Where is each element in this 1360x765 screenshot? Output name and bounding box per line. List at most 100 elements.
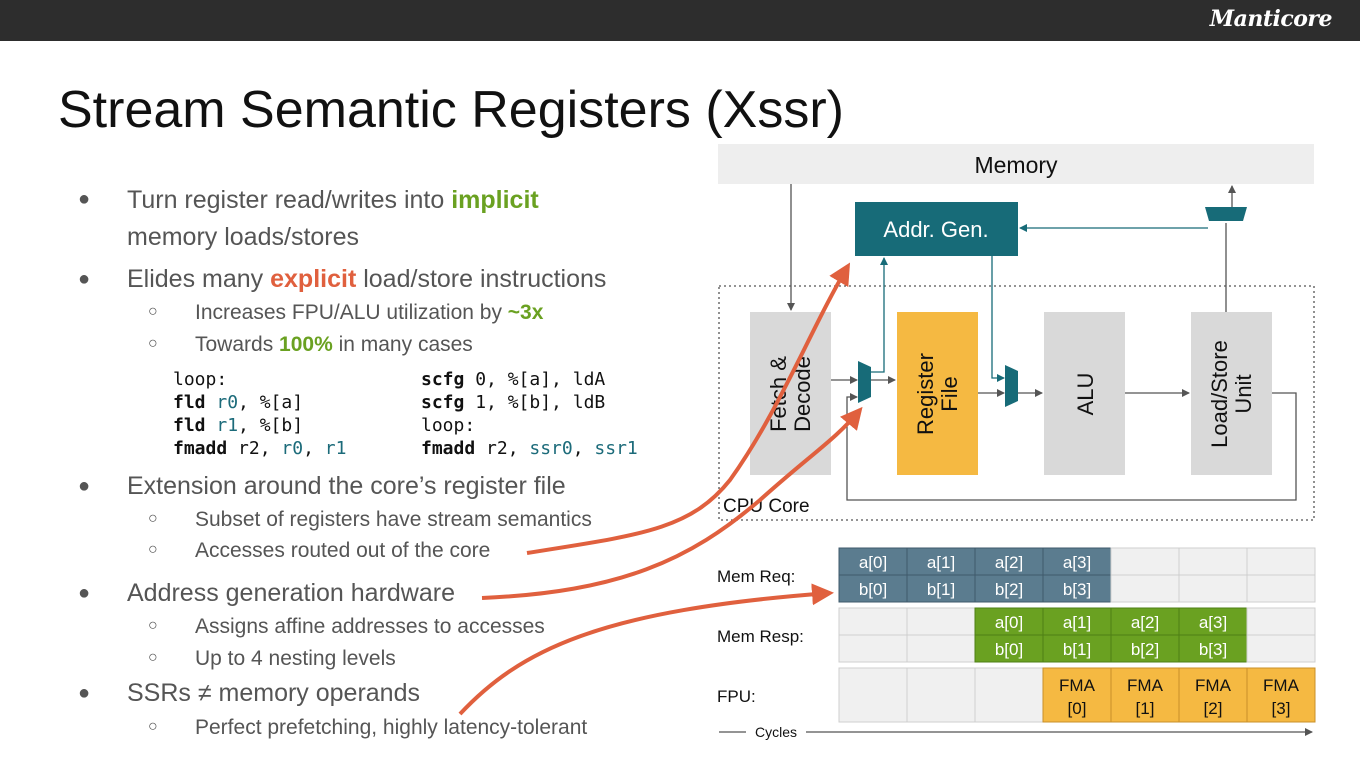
code-reg: ssr1 <box>594 438 638 459</box>
fetch-decode-label-1: Fetch & <box>766 356 791 432</box>
empty-cell <box>1178 574 1248 603</box>
code-reg: ssr0 <box>529 438 573 459</box>
bullet-3-sub-2: Accesses routed out of the core <box>195 539 491 562</box>
code-reg: r0 <box>281 438 304 459</box>
routed-out-arrow <box>526 262 851 555</box>
empty-cell <box>1110 547 1180 576</box>
bullet-2-text-end: load/store instructions <box>356 265 607 293</box>
code-left-line-1: loop: <box>173 369 228 390</box>
code-left: loop: fld r0, %[a] fld r1, %[b] fmadd r2… <box>173 368 346 460</box>
empty-cell <box>1246 607 1316 636</box>
mem-req-value: a[1] <box>927 553 955 572</box>
empty-cell <box>1246 547 1316 576</box>
empty-cell <box>838 634 908 663</box>
mem-resp-cell <box>1110 634 1180 663</box>
code-text: , <box>572 438 595 459</box>
register-file-label-2: File <box>937 376 962 411</box>
bullet-5-sub-1: Perfect prefetching, highly latency-tole… <box>195 716 588 739</box>
sub-bullet-dot: ○ <box>148 541 158 558</box>
writeback-loop-arrow <box>846 392 1297 501</box>
bullet-2: Elides many explicit load/store instruct… <box>127 261 606 298</box>
memory-block <box>718 144 1314 184</box>
bullet-2-sub-2-text: Towards <box>195 333 280 356</box>
code-text: r2, <box>227 438 282 459</box>
code-kw: fld <box>173 392 206 413</box>
code-text: r2, <box>475 438 530 459</box>
bullet-2-sub-2-highlight: 100% <box>279 333 333 356</box>
code-text: , %[a] <box>238 392 304 413</box>
empty-cell <box>1246 574 1316 603</box>
bullet-4-sub-2: Up to 4 nesting levels <box>195 647 396 670</box>
addr-gen-label: Addr. Gen. <box>883 217 988 242</box>
fma-label: FMA <box>1195 676 1232 695</box>
cpu-core-label: CPU Core <box>723 496 810 517</box>
sub-bullet-dot: ○ <box>148 303 158 320</box>
alu-label: ALU <box>1073 373 1098 416</box>
code-kw: fld <box>173 415 206 436</box>
input-mux <box>858 361 871 403</box>
mem-req-value: a[2] <box>995 553 1023 572</box>
fpu-label: FPU: <box>717 687 756 706</box>
bullet-2-sub-2: Towards 100% in many cases <box>195 333 473 357</box>
empty-cell <box>838 667 908 723</box>
mem-req-value: a[3] <box>1063 553 1091 572</box>
bullet-2-sub-1-text: Increases FPU/ALU utilization by <box>195 301 508 324</box>
addr-gen-block <box>855 202 1018 256</box>
bullet-dot: ● <box>78 268 91 290</box>
sub-bullet-dot: ○ <box>148 718 158 735</box>
mem-req-value: b[1] <box>927 580 955 599</box>
code-text: loop: <box>421 415 476 436</box>
fpu-fma-cell <box>1042 667 1112 723</box>
mem-resp-value: b[1] <box>1063 640 1091 659</box>
bullet-4-sub-1: Assigns affine addresses to accesses <box>195 615 545 638</box>
mem-req-cell <box>906 574 976 603</box>
mem-req-value: b[2] <box>995 580 1023 599</box>
mem-resp-value: a[3] <box>1199 613 1227 632</box>
mem-resp-label: Mem Resp: <box>717 627 804 646</box>
brand-logo: Manticore <box>1209 6 1333 32</box>
mem-resp-value: b[2] <box>1131 640 1159 659</box>
code-reg: r1 <box>216 415 239 436</box>
mem-resp-value: a[2] <box>1131 613 1159 632</box>
slide-title: Stream Semantic Registers (Xssr) <box>58 81 844 139</box>
cpu-core-region <box>718 285 1315 521</box>
sub-bullet-dot: ○ <box>148 510 158 527</box>
code-reg: r1 <box>324 438 347 459</box>
mem-req-label: Mem Req: <box>717 567 795 586</box>
bullet-3-sub-1: Subset of registers have stream semantic… <box>195 508 592 531</box>
empty-cell <box>974 667 1044 723</box>
mem-req-value: b[0] <box>859 580 887 599</box>
mem-resp-cell <box>1042 634 1112 663</box>
sub-bullet-dot: ○ <box>148 649 158 666</box>
mem-resp-cell <box>1042 607 1112 636</box>
memory-label: Memory <box>974 152 1058 178</box>
code-kw: fmadd <box>173 438 228 459</box>
code-text: , <box>303 438 325 459</box>
empty-cell <box>1110 574 1180 603</box>
fma-index: [3] <box>1272 699 1291 718</box>
bullet-2-sub-1: Increases FPU/ALU utilization by ~3x <box>195 301 543 325</box>
empty-cell <box>838 607 908 636</box>
address-gen-arrow <box>481 406 863 600</box>
bullet-dot: ● <box>78 582 91 604</box>
output-mux <box>1005 365 1018 407</box>
top-bar: Manticore <box>0 0 1360 41</box>
bullet-2-text: Elides many <box>127 265 271 293</box>
bullet-dot: ● <box>78 475 91 497</box>
fpu-fma-cell <box>1178 667 1248 723</box>
bullet-1-cont: memory loads/stores <box>127 223 360 251</box>
empty-cell <box>906 634 976 663</box>
addrgen-to-mux-arrow <box>991 256 1005 382</box>
bullet-dot: ● <box>78 188 91 210</box>
mem-req-value: a[0] <box>859 553 887 572</box>
bullet-2-sub-1-highlight: ~3x <box>507 301 544 324</box>
bullet-1-text: Turn register read/writes into <box>127 186 452 214</box>
code-text: , %[b] <box>238 415 304 436</box>
memory-mux <box>1205 207 1247 221</box>
mem-req-cell <box>1042 574 1112 603</box>
bullet-5: SSRs ≠ memory operands <box>127 679 420 707</box>
code-kw: scfg <box>421 369 465 390</box>
empty-cell <box>906 607 976 636</box>
code-text: 0, %[a], ldA <box>464 369 606 390</box>
fetch-decode-block <box>750 312 831 475</box>
